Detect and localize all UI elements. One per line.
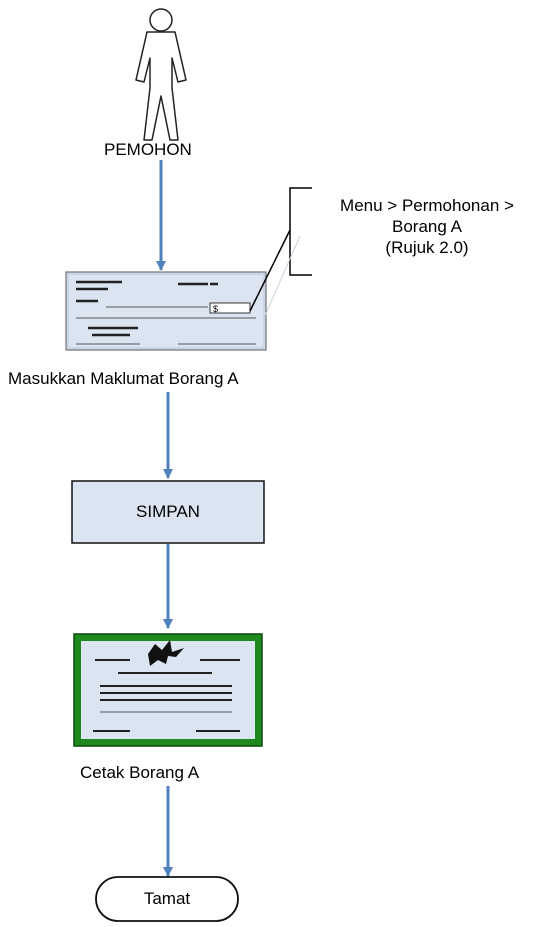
annotation-bracket [249,187,312,312]
annotation-line: Borang A [392,217,462,236]
form-document-icon: $ [65,271,267,351]
print-step-label: Cetak Borang A [80,763,200,782]
emblem-icon [148,640,184,666]
save-step-label: SIMPAN [136,502,200,521]
annotation-line: Menu > Permohonan > [340,196,514,215]
svg-text:$: $ [213,304,218,314]
flow-arrows [156,160,173,877]
annotation-line: (Rujuk 2.0) [385,238,469,257]
annotation-shadow [263,235,301,319]
person-icon [135,8,187,141]
save-box [71,480,265,544]
annotation-note: Menu > Permohonan > Borang A (Rujuk 2.0) [312,195,542,258]
end-step-label: Tamat [143,889,191,908]
end-terminator [95,876,239,922]
certificate-icon [73,633,263,747]
actor-label: PEMOHON [104,140,192,159]
form-step-label: Masukkan Maklumat Borang A [8,369,239,388]
